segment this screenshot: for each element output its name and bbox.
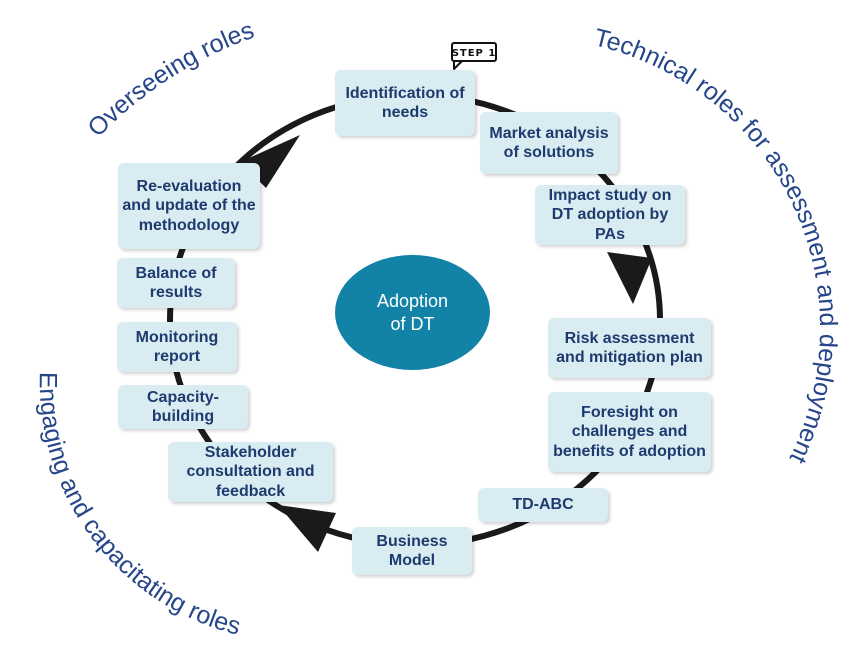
step-badge-icon: STEP 1 bbox=[451, 42, 497, 70]
step-identification-of-needs: Identification of needs bbox=[335, 70, 475, 136]
step-risk-assessment: Risk assessment and mitigation plan bbox=[548, 318, 711, 378]
step-re-evaluation: Re-evaluation and update of the methodol… bbox=[118, 163, 260, 249]
step-business-model: Business Model bbox=[352, 527, 472, 575]
arc-label-overseeing: Overseeing roles bbox=[82, 16, 257, 142]
step-monitoring-report: Monitoring report bbox=[117, 322, 237, 372]
step-impact-study: Impact study on DT adoption by PAs bbox=[535, 185, 685, 245]
arrowhead-bottom bbox=[278, 505, 336, 552]
step-capacity-building: Capacity-building bbox=[118, 385, 248, 429]
arrowhead-right bbox=[607, 252, 652, 304]
center-circle: Adoption of DT bbox=[335, 255, 490, 370]
step-badge-label: STEP 1 bbox=[452, 48, 497, 59]
step-stakeholder-consultation: Stakeholder consultation and feedback bbox=[168, 442, 333, 502]
step-market-analysis: Market analysis of solutions bbox=[480, 112, 618, 174]
step-balance-of-results: Balance of results bbox=[117, 258, 235, 308]
step-foresight: Foresight on challenges and benefits of … bbox=[548, 392, 711, 472]
center-label: Adoption of DT bbox=[376, 291, 449, 334]
step-td-abc: TD-ABC bbox=[478, 488, 608, 522]
